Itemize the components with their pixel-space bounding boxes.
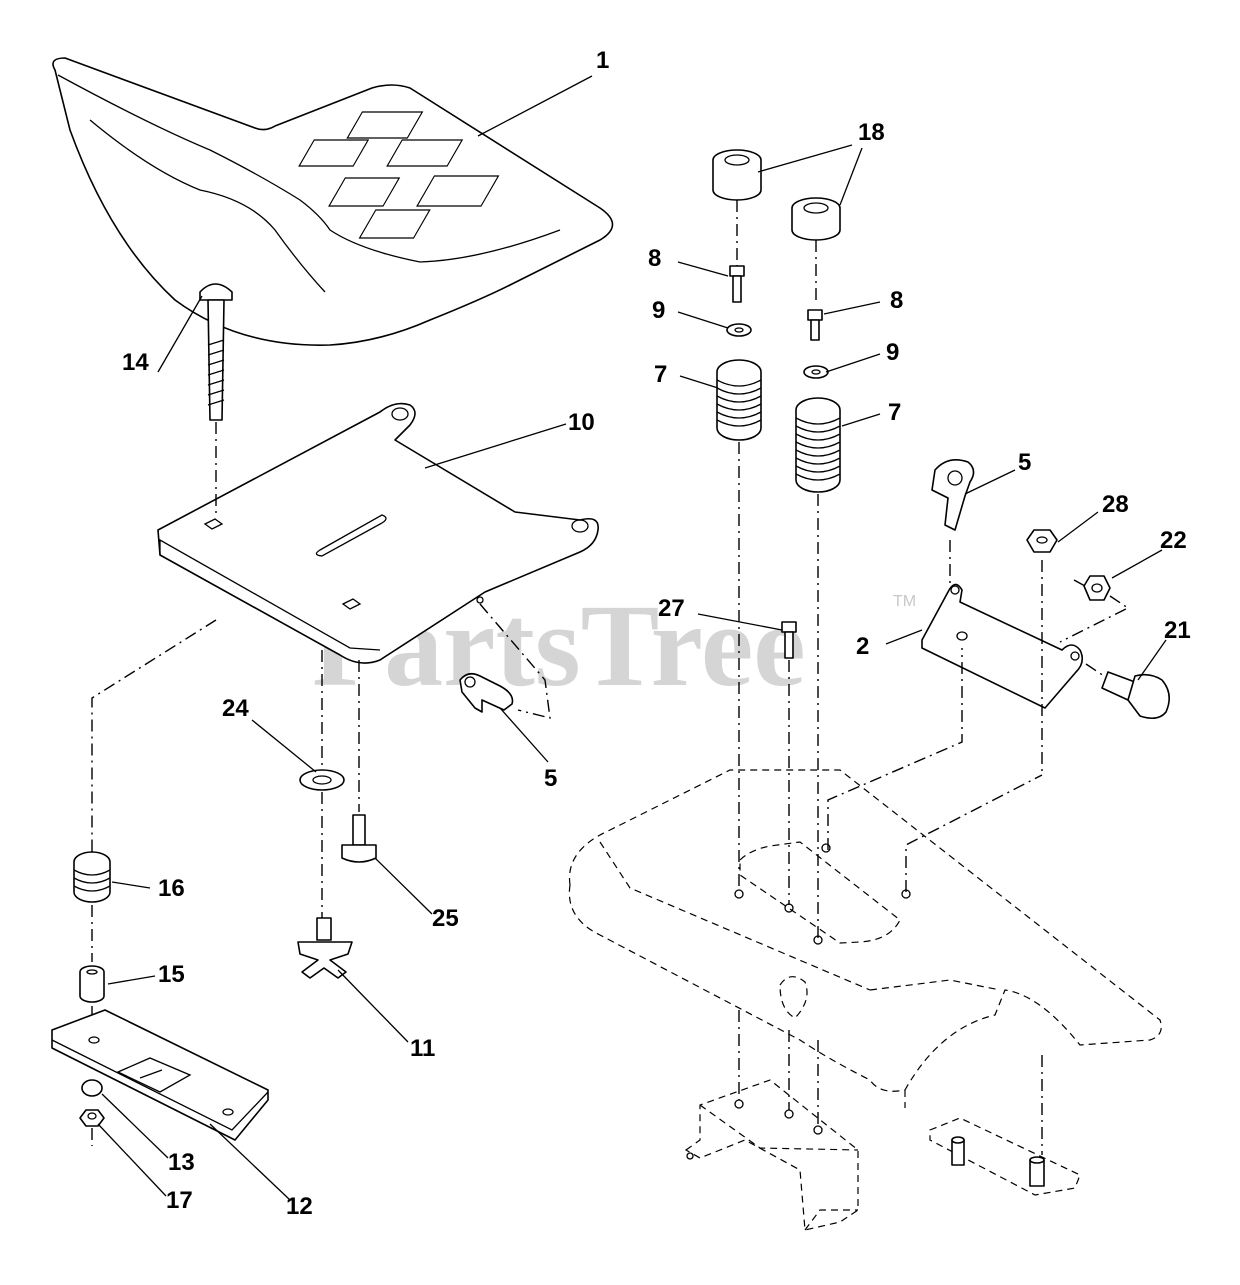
callout-15[interactable]: 15 — [158, 961, 185, 988]
callout-16[interactable]: 16 — [158, 875, 185, 902]
clip-right-part[interactable] — [931, 459, 975, 531]
callout-13[interactable]: 13 — [168, 1149, 195, 1176]
callout-24[interactable]: 24 — [222, 695, 249, 722]
callout-1[interactable]: 1 — [596, 47, 609, 74]
callout-11[interactable]: 11 — [410, 1035, 435, 1062]
lower-frame-bracket — [684, 1079, 859, 1231]
callout-7[interactable]: 7 — [888, 399, 901, 426]
clip-left-part[interactable] — [459, 672, 514, 713]
callout-18[interactable]: 18 — [858, 119, 885, 146]
adjuster-plate-part[interactable] — [51, 1009, 269, 1141]
callout-7[interactable]: 7 — [654, 361, 667, 388]
carriage-bolt-part[interactable] — [199, 283, 233, 421]
spring-part[interactable] — [716, 359, 841, 493]
frame-phantom — [568, 769, 1162, 1108]
seat-pan-part[interactable] — [157, 402, 599, 664]
screw-27-part[interactable] — [781, 621, 797, 659]
callout-10[interactable]: 10 — [568, 409, 595, 436]
callout-22[interactable]: 22 — [1160, 527, 1187, 554]
callout-9[interactable]: 9 — [652, 297, 665, 324]
callout-5[interactable]: 5 — [1018, 449, 1031, 476]
callout-5[interactable]: 5 — [544, 765, 557, 792]
washer-24-part[interactable] — [299, 769, 345, 791]
spacer-part[interactable] — [79, 965, 105, 1003]
callout-2[interactable]: 2 — [856, 633, 869, 660]
washer-13-part[interactable] — [81, 1079, 103, 1097]
seat-part[interactable] — [52, 57, 614, 346]
leader-lines — [97, 75, 1167, 1201]
callout-17[interactable]: 17 — [166, 1187, 193, 1214]
nut-28-part[interactable] — [1026, 529, 1058, 553]
washer-part[interactable] — [726, 323, 829, 379]
knob-part[interactable] — [297, 917, 353, 979]
nut-17-part[interactable] — [79, 1109, 105, 1127]
watermark-trademark: TM — [893, 593, 916, 610]
spring-cap-part[interactable] — [712, 149, 841, 241]
callout-28[interactable]: 28 — [1102, 491, 1129, 518]
shoulder-bolt-part[interactable] — [1101, 671, 1170, 720]
bolt-25-part[interactable] — [341, 814, 377, 863]
callout-8[interactable]: 8 — [648, 245, 661, 272]
lower-right-plate — [929, 1117, 1081, 1196]
callout-8[interactable]: 8 — [890, 287, 903, 314]
callout-27[interactable]: 27 — [658, 595, 685, 622]
callout-21[interactable]: 21 — [1164, 617, 1191, 644]
callout-12[interactable]: 12 — [286, 1193, 313, 1220]
screw-part[interactable] — [729, 265, 823, 341]
nut-22-part[interactable] — [1083, 575, 1111, 601]
callout-25[interactable]: 25 — [432, 905, 459, 932]
callout-9[interactable]: 9 — [886, 339, 899, 366]
callout-14[interactable]: 14 — [122, 349, 149, 376]
spring-16-part[interactable] — [73, 851, 111, 903]
bracket-part[interactable] — [921, 583, 1084, 709]
